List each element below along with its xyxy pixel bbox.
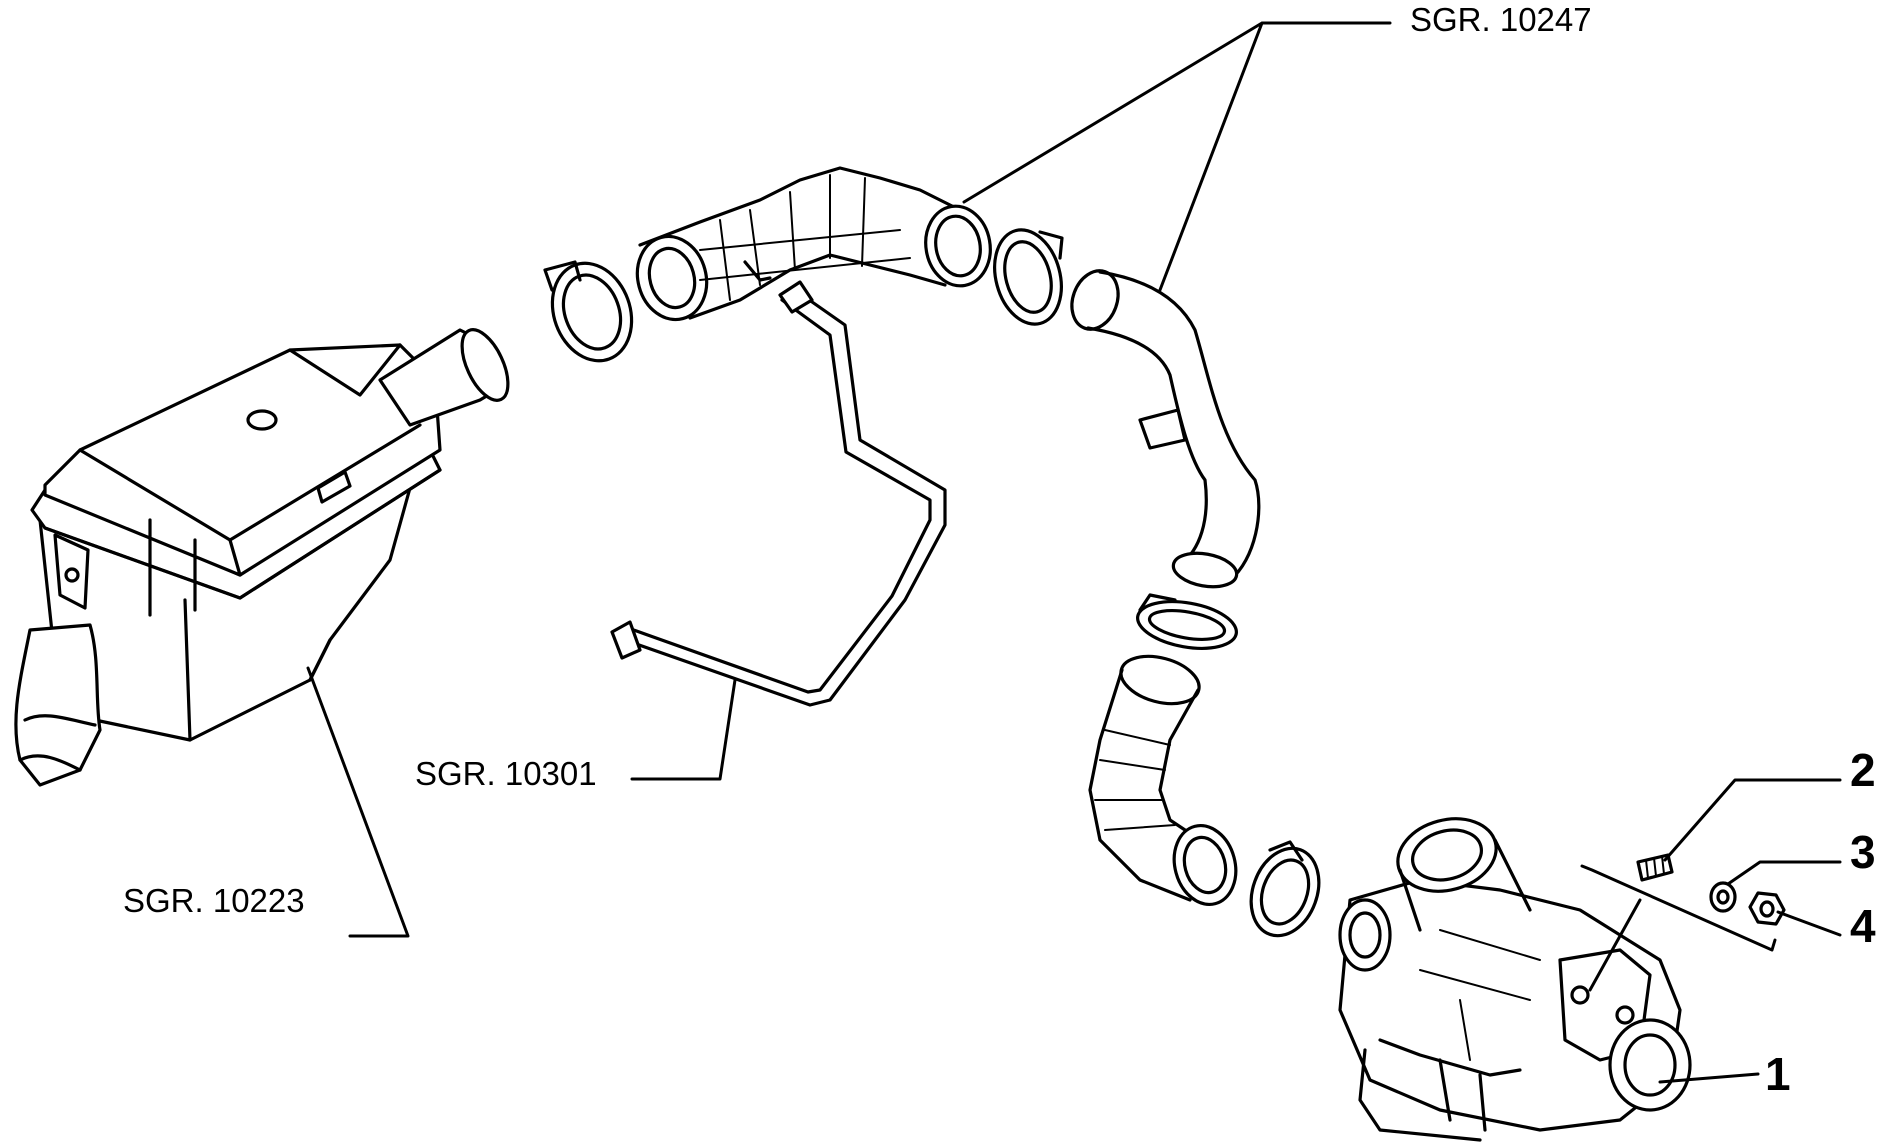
leader-callout-3	[1726, 860, 1842, 886]
washer-nut	[1709, 881, 1737, 913]
label-sgr-10301: SGR. 10301	[415, 755, 597, 792]
callout-4: 4	[1850, 900, 1876, 952]
turbocharger	[1338, 817, 1692, 1142]
intake-tube-middle	[1070, 269, 1261, 589]
callout-1: 1	[1765, 1048, 1791, 1100]
leader-turbo-stud	[1588, 898, 1642, 992]
breather-pipe	[610, 280, 947, 707]
hose-clamp-2	[993, 228, 1064, 326]
hose-clamp-4	[1249, 840, 1321, 938]
callout-3: 3	[1850, 826, 1876, 878]
kit-bracket-line	[1580, 864, 1777, 952]
label-sgr-10247: SGR. 10247	[1410, 1, 1592, 38]
stud-bolt	[1636, 853, 1674, 882]
label-sgr-10223: SGR. 10223	[123, 882, 305, 919]
callout-2: 2	[1850, 744, 1876, 796]
hose-clamp-3	[1136, 593, 1238, 650]
intake-duct-upper	[635, 166, 992, 322]
leader-callout-4	[1776, 910, 1842, 937]
leader-sgr-10247	[962, 21, 1392, 292]
leader-sgr-10223	[306, 666, 410, 938]
leader-callout-2	[1663, 778, 1842, 862]
leader-sgr-10301	[630, 678, 737, 781]
air-filter-housing	[14, 328, 510, 787]
intake-hose-lower	[1088, 654, 1238, 907]
hex-nut	[1748, 891, 1786, 926]
leader-callout-1	[1658, 1072, 1760, 1084]
hose-clamp-1	[543, 260, 634, 363]
